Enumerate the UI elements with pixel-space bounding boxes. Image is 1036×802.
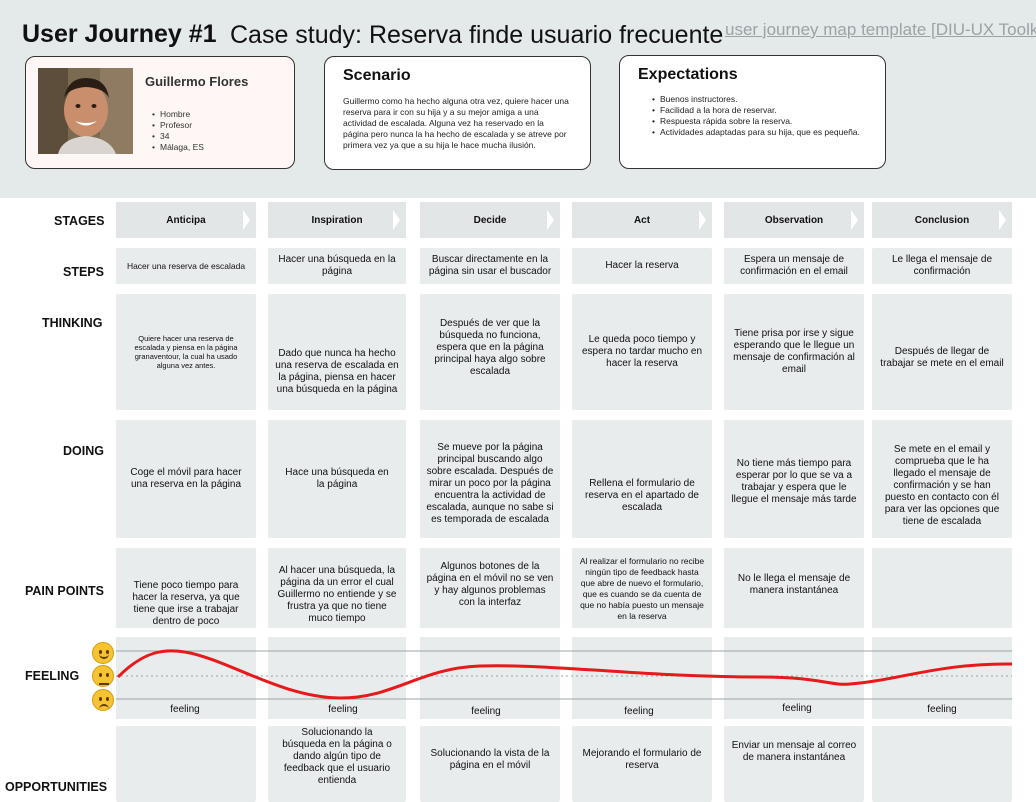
scenario-title: Scenario [343, 67, 411, 84]
stage-decide: Decide [420, 202, 560, 238]
stage-conclusion: Conclusion [872, 202, 1012, 238]
expectations-title: Expectations [638, 66, 738, 83]
thinking-cell: Tiene prisa por irse y sigue esperando q… [724, 294, 864, 410]
thinking-cell: Después de llegar de trabajar se mete en… [872, 294, 1012, 410]
step-cell: Le llega el mensaje de confirmación [872, 248, 1012, 284]
thinking-cell: Después de ver que la búsqueda no funcio… [420, 294, 560, 410]
feeling-label: feeling [471, 706, 501, 717]
expectation-item: Buenos instructores. [652, 94, 872, 105]
row-label-pain-points: PAIN POINTS [25, 584, 104, 598]
pain-point-cell: Tiene poco tiempo para hacer la reserva,… [116, 548, 256, 628]
stage-inspiration: Inspiration [268, 202, 406, 238]
persona-card: Guillermo Flores Hombre Profesor 34 Mála… [25, 56, 295, 169]
doing-cell: Hace una búsqueda en la página [268, 420, 406, 538]
stage-observation: Observation [724, 202, 864, 238]
pain-point-cell: Al hacer una búsqueda, la página da un e… [268, 548, 406, 628]
thinking-cell: Quiere hacer una reserva de escalada y p… [116, 294, 256, 410]
expectations-card: Expectations Buenos instructores. Facili… [619, 55, 886, 169]
feeling-label: feeling [782, 703, 812, 714]
step-cell: Hacer la reserva [572, 248, 712, 284]
row-label-opportunities: OPPORTUNITIES [5, 780, 108, 794]
doing-cell: Se mueve por la página principal buscand… [420, 420, 560, 538]
sad-emoji-icon [92, 689, 114, 711]
doing-cell: Se mete en el email y comprueba que le h… [872, 420, 1012, 538]
row-label-thinking: THINKING [42, 316, 103, 330]
persona-name: Guillermo Flores [145, 74, 249, 89]
doing-cell: No tiene más tiempo para esperar por lo … [724, 420, 864, 538]
opportunity-cell [116, 726, 256, 802]
step-cell: Buscar directamente en la página sin usa… [420, 248, 560, 284]
doing-cell: Coge el móvil para hacer una reserva en … [116, 420, 256, 538]
expectation-item: Respuesta rápida sobre la reserva. [652, 116, 872, 127]
opportunity-cell: Mejorando el formulario de reserva [572, 726, 712, 802]
smile-emoji-icon [92, 642, 114, 664]
step-cell: Hacer una reserva de escalada [116, 248, 256, 284]
header-band: User Journey #1 Case study: Reserva find… [0, 0, 1036, 198]
persona-detail: Profesor [152, 120, 204, 131]
template-link[interactable]: user journey map template [DIU-UX Toolki… [725, 20, 1036, 39]
feeling-curve [116, 649, 1013, 700]
journey-title: User Journey #1 [22, 20, 217, 48]
persona-photo [38, 68, 133, 154]
thinking-cell: Le queda poco tiempo y espera no tardar … [572, 294, 712, 410]
stage-act: Act [572, 202, 712, 238]
case-study-subtitle: Case study: Reserva finde usuario frecue… [230, 21, 724, 49]
stage-anticipa: Anticipa [116, 202, 256, 238]
feeling-label: feeling [170, 704, 200, 715]
step-cell: Espera un mensaje de confirmación en el … [724, 248, 864, 284]
pain-point-cell: No le llega el mensaje de manera instant… [724, 548, 864, 628]
pain-point-cell: Algunos botones de la página en el móvil… [420, 548, 560, 628]
thinking-cell: Dado que nunca ha hecho una reserva de e… [268, 294, 406, 410]
opportunity-cell: Solucionando la búsqueda en la página o … [268, 726, 406, 802]
doing-cell: Rellena el formulario de reserva en el a… [572, 420, 712, 538]
scenario-card: Scenario Guillermo como ha hecho alguna … [324, 56, 591, 170]
pain-point-cell: Al realizar el formulario no recibe ning… [572, 548, 712, 628]
persona-detail: 34 [152, 131, 204, 142]
row-label-stages: STAGES [54, 214, 105, 228]
scenario-text: Guillermo como ha hecho alguna otra vez,… [343, 96, 569, 150]
feeling-label: feeling [927, 704, 957, 715]
expectation-item: Actividades adaptadas para su hija, que … [652, 127, 872, 138]
step-cell: Hacer una búsqueda en la página [268, 248, 406, 284]
feeling-label: feeling [328, 704, 358, 715]
avatar [38, 68, 133, 154]
opportunity-cell [872, 726, 1012, 802]
row-label-doing: DOING [63, 444, 104, 458]
opportunity-cell: Solucionando la vista de la página en el… [420, 726, 560, 802]
opportunity-cell: Enviar un mensaje al correo de manera in… [724, 726, 864, 802]
row-label-steps: STEPS [63, 265, 104, 279]
feeling-label: feeling [624, 706, 654, 717]
neutral-emoji-icon [92, 665, 114, 687]
pain-point-cell [872, 548, 1012, 628]
persona-detail: Hombre [152, 109, 204, 120]
expectation-item: Facilidad a la hora de reservar. [652, 105, 872, 116]
expectations-list: Buenos instructores. Facilidad a la hora… [652, 94, 872, 138]
persona-detail: Málaga, ES [152, 142, 204, 153]
persona-details: Hombre Profesor 34 Málaga, ES [152, 109, 204, 153]
row-label-feeling: FEELING [25, 669, 80, 683]
